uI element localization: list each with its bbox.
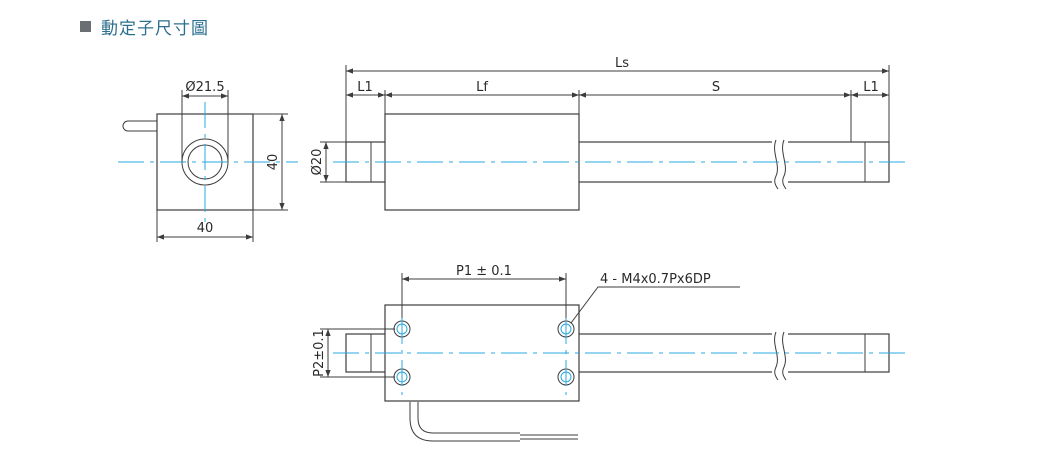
dim-side-40-vertical: 40	[266, 154, 281, 171]
dim-lf: Lf	[476, 80, 488, 95]
top-view: P1 ± 0.1 4 - M4x0.7Px6DP P2±0.1	[312, 264, 905, 442]
break-mark-right	[782, 139, 787, 190]
cable-outer	[417, 402, 520, 434]
dim-l1-right: L1	[863, 80, 879, 95]
cable-stub	[122, 120, 157, 132]
section-header: 動定子尺寸圖	[80, 14, 209, 39]
dim-dia-21-5: Ø21.5	[185, 80, 224, 95]
dim-side-40-horizontal: 40	[197, 221, 214, 236]
dim-p1: P1 ± 0.1	[456, 264, 512, 279]
thread-callout: 4 - M4x0.7Px6DP	[600, 272, 711, 287]
section-title: 動定子尺寸圖	[101, 18, 209, 39]
thread-leader	[570, 286, 740, 324]
break-mark-left	[774, 139, 779, 190]
side-view: Ls L1 Lf S L1 Ø20	[310, 56, 905, 211]
dim-l1-left: L1	[357, 80, 373, 95]
square-bullet-icon	[80, 20, 91, 32]
dim-dia-20: Ø20	[310, 149, 325, 176]
dim-p2: P2±0.1	[312, 329, 327, 377]
end-view: Ø21.5 40 40	[118, 80, 298, 242]
dim-ls: Ls	[615, 56, 629, 71]
dim-s: S	[712, 80, 720, 95]
cable-inner	[409, 402, 520, 442]
